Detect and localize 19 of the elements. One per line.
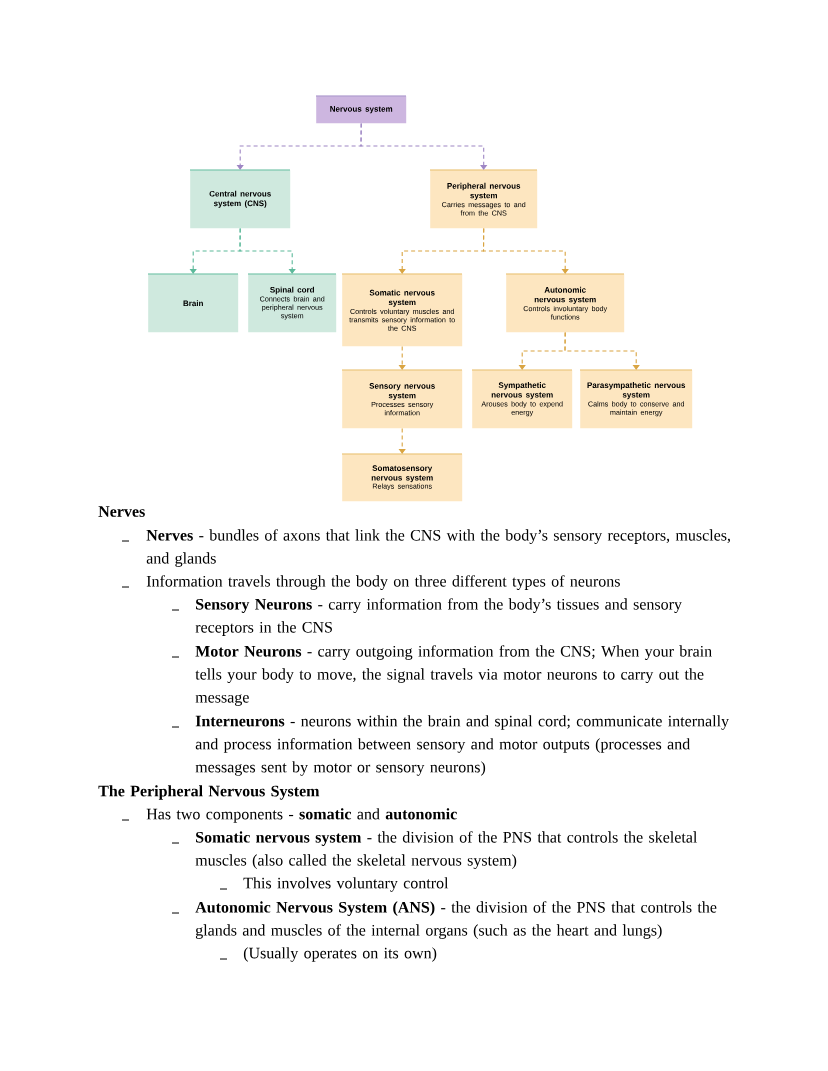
chart-box: Central nervous system (CNS) [189, 169, 291, 229]
chart-box: Nervous system [315, 95, 407, 124]
section-heading: The Peripheral Nervous System [98, 785, 320, 800]
list-item: Sensory Neurons - carry information from the body’s tissues and sensory receptors in the CNS [195, 598, 682, 636]
list-item: (Usually operates on its own) [243, 947, 437, 962]
list-item: Nerves - bundles of axons that link the CNS with the body’s sensory receptors, muscles, and glands [146, 529, 730, 567]
section-heading: Nerves [98, 506, 145, 517]
chart-box: Brain [147, 273, 239, 333]
arrow [239, 227, 296, 274]
arrow [564, 331, 640, 370]
list-item: Somatic nervous system - the division of the PNS that controls the skeletal muscles (also called the skeletal nervous system) [195, 831, 698, 869]
arrow [482, 227, 569, 274]
list-item: Has two components - somatic and autonomic [146, 808, 457, 823]
list-item: Autonomic Nervous System (ANS) - the division of the PNS that controls the glands and muscles of the internal organs (such as the heart and lungs) [195, 901, 717, 939]
list-item: Information travels through the body on three different types of neurons [146, 575, 620, 590]
list-item: Motor Neurons - carry outgoing information from the CNS; When your brain tells your body to move, the signal travels via motor neurons to carry out the message [195, 645, 712, 706]
list-item: Interneurons - neurons within the brain and spinal cord; communicate internally and process information between sensory and motor outputs (processes and messages sent by motor or sensory neurons) [195, 715, 729, 776]
list-item: This involves voluntary control [243, 877, 449, 892]
arrow [360, 122, 488, 170]
